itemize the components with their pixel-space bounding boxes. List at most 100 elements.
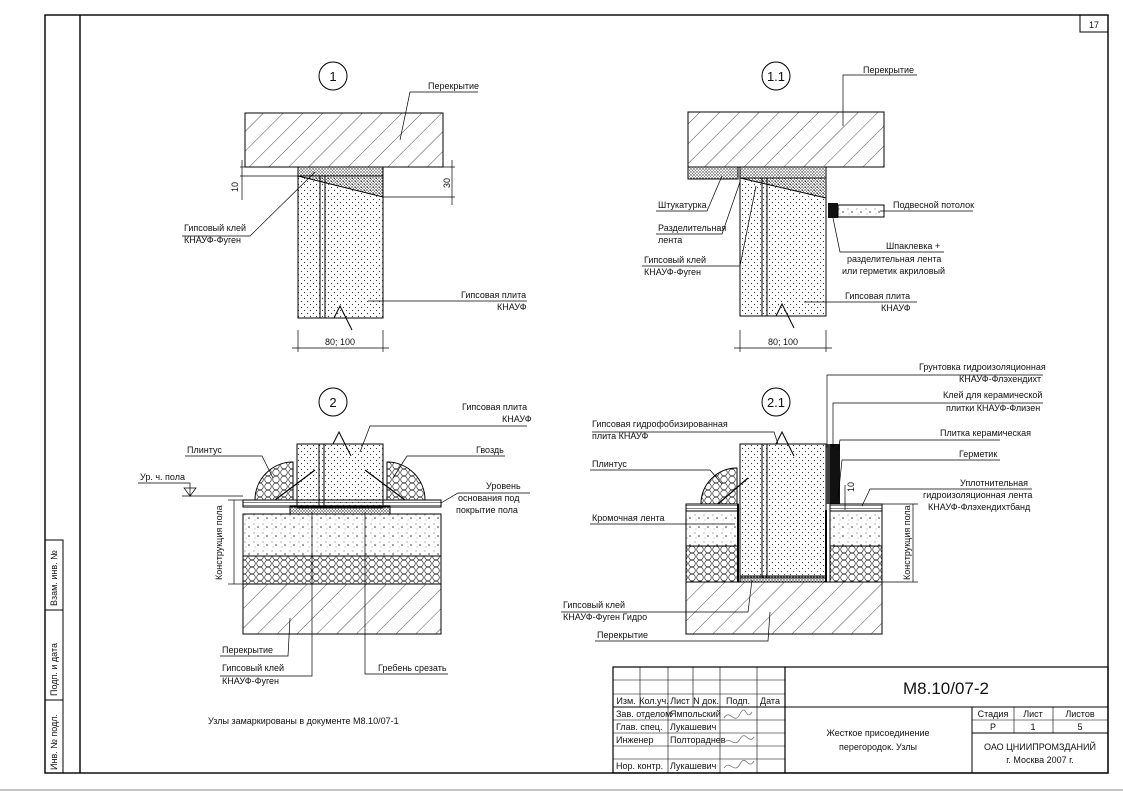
signature-1 bbox=[723, 709, 753, 719]
node-2-level-2: основания под bbox=[458, 493, 520, 503]
title-block-role: Глав. спец. bbox=[616, 722, 662, 732]
document-code: М8.10/07-2 bbox=[903, 679, 989, 698]
node-2-1-tile-glue-1: Клей для керамической bbox=[943, 390, 1042, 400]
node-2-1-marker bbox=[761, 387, 791, 417]
node-2-1-primer-2: КНАУФ-Флэхендихт bbox=[959, 374, 1041, 384]
node-2-gvozd: Гвоздь bbox=[476, 445, 504, 455]
side-stamp: Взам. инв. № Подп. и дата Инв. № подл. bbox=[44, 539, 64, 774]
node-2-1-plintus: Плинтус bbox=[592, 459, 627, 469]
title-block-header: Подп. bbox=[726, 696, 750, 706]
node-2-level-1: Уровень bbox=[486, 481, 521, 491]
node-1-width: 80; 100 bbox=[325, 337, 355, 347]
node-1-1-plate-1: Гипсовая плита bbox=[845, 291, 910, 301]
node-2-1-tile bbox=[830, 444, 840, 504]
side-stamp-podp: Подп. и дата bbox=[49, 643, 59, 696]
node-1-1-plaster bbox=[687, 166, 739, 180]
node-2-glue bbox=[289, 505, 391, 515]
document-title-2: перегородок. Узлы bbox=[839, 742, 917, 752]
node-2: 2 Конструкция пола Ур. ч. пола Гипсовая … bbox=[138, 387, 532, 686]
node-2-1-tile-label: Плитка керамическая bbox=[940, 428, 1031, 438]
node-1-1-putty-3: или герметик акриловый bbox=[842, 266, 945, 276]
organization-name: ОАО ЦНИИПРОМЗДАНИЙ bbox=[984, 741, 1096, 752]
node-2-1-glue-2: КНАУФ-Фуген Гидро bbox=[563, 612, 647, 622]
node-2-insulation bbox=[242, 555, 442, 585]
title-block-header: Изм. bbox=[616, 696, 635, 706]
node-2-1: 2.1 Конструкция пола 10 Гипсовая гидрофо… bbox=[561, 362, 1046, 642]
node-1-1-shtukaturka: Штукатурка bbox=[658, 200, 707, 210]
node-2-plinth-right bbox=[386, 461, 426, 501]
node-2-perekrytie: Перекрытие bbox=[222, 645, 273, 655]
title-block-header: Лист bbox=[670, 696, 690, 706]
node-1-marker bbox=[318, 61, 348, 91]
node-1-dim-10: 10 bbox=[230, 182, 240, 192]
signature-2 bbox=[723, 735, 755, 744]
node-1-plate-2: КНАУФ bbox=[497, 302, 527, 312]
signature-3 bbox=[723, 759, 755, 769]
sheets-value: 5 bbox=[1077, 722, 1082, 732]
title-block-role: Инженер bbox=[616, 735, 653, 745]
page-number-box bbox=[1079, 14, 1109, 33]
side-stamp-inv: Инв. № подл. bbox=[49, 714, 59, 770]
node-2-plinth-left bbox=[254, 461, 294, 501]
node-1-glue-1: Гипсовый клей bbox=[184, 223, 246, 233]
node-1-perekrytie: Перекрытие bbox=[428, 81, 479, 91]
node-1-1-putty-2: разделительная лента bbox=[847, 254, 941, 264]
node-1-glue-2: КНАУФ-Фуген bbox=[184, 235, 241, 245]
node-2-1-seal-tape-1: Уплотнительная bbox=[960, 478, 1028, 488]
node-2-1-hydro-plate-2: плита КНАУФ bbox=[592, 431, 648, 441]
sheet-value: 1 bbox=[1030, 722, 1035, 732]
node-2-plate bbox=[296, 443, 384, 509]
node-2-1-hydro-plate-1: Гипсовая гидрофобизированная bbox=[592, 419, 728, 429]
frame-outer bbox=[44, 14, 1109, 774]
node-2-1-slab bbox=[685, 581, 883, 635]
node-2-1-sealant: Герметик bbox=[959, 449, 997, 459]
node-1-1-glue-1: Гипсовый клей bbox=[644, 255, 706, 265]
node-1-slab bbox=[244, 112, 444, 168]
node-1-1-perekrytie: Перекрытие bbox=[863, 65, 914, 75]
node-1-1-width: 80; 100 bbox=[768, 337, 798, 347]
node-1-1-plate bbox=[739, 177, 827, 317]
sheets-label: Листов bbox=[1065, 709, 1094, 719]
stage-value: Р bbox=[990, 722, 996, 732]
node-2-level-3: покрытие пола bbox=[456, 505, 518, 515]
node-1-1-glue-2: КНАУФ-Фуген bbox=[644, 267, 701, 277]
title-block-header: Дата bbox=[760, 696, 780, 706]
node-2-1-edge-tape: Кромочная лента bbox=[592, 513, 665, 523]
title-block-role: Зав. отделом bbox=[616, 709, 671, 719]
node-2-1-glue bbox=[739, 575, 827, 583]
node-2-1-seal-tape-2: гидроизоляционная лента bbox=[923, 490, 1032, 500]
node-2-1-plate bbox=[739, 443, 827, 579]
node-2-1-glue-1: Гипсовый клей bbox=[563, 600, 625, 610]
node-2-screed bbox=[242, 513, 442, 557]
title-block-name: Лукашевич bbox=[670, 722, 717, 732]
node-2-1-constr: Конструкция пола bbox=[902, 505, 912, 580]
page-number: 17 bbox=[1089, 20, 1099, 30]
node-1-1: 1.1 80; 100 Перекрытие Штукатурка Раздел… bbox=[642, 61, 974, 352]
title-block-header: N док. bbox=[693, 696, 719, 706]
node-1-number: 1 bbox=[329, 69, 336, 84]
title-block-name: Ямпольский bbox=[670, 709, 721, 719]
node-1-1-sep-2: лента bbox=[658, 235, 682, 245]
node-2-comb: Гребень срезать bbox=[378, 663, 447, 673]
node-2-constr: Конструкция пола bbox=[214, 505, 224, 580]
node-2-slab bbox=[242, 583, 442, 635]
node-1-1-ceiling: Подвесной потолок bbox=[893, 200, 974, 210]
node-1-1-sep-1: Разделительная bbox=[658, 223, 726, 233]
node-2-1-dim-10: 10 bbox=[846, 482, 856, 492]
node-2-1-primer-1: Грунтовка гидроизоляционная bbox=[919, 362, 1046, 372]
node-1-1-marker bbox=[761, 61, 791, 91]
node-1-1-ceiling-board bbox=[837, 204, 885, 218]
node-2-floor-level: Ур. ч. пола bbox=[140, 472, 185, 482]
node-1-1-plate-2: КНАУФ bbox=[881, 303, 911, 313]
node-1-1-number: 1.1 bbox=[767, 69, 785, 84]
title-block-name: Лукашевич bbox=[670, 761, 717, 771]
node-1-plate-1: Гипсовая плита bbox=[461, 290, 526, 300]
node-2-glue-2: КНАУФ-Фуген bbox=[222, 676, 279, 686]
sheet-label: Лист bbox=[1023, 709, 1043, 719]
stage-label: Стадия bbox=[978, 709, 1009, 719]
title-block-role: Нор. контр. bbox=[616, 761, 663, 771]
node-2-1-number: 2.1 bbox=[767, 395, 785, 410]
